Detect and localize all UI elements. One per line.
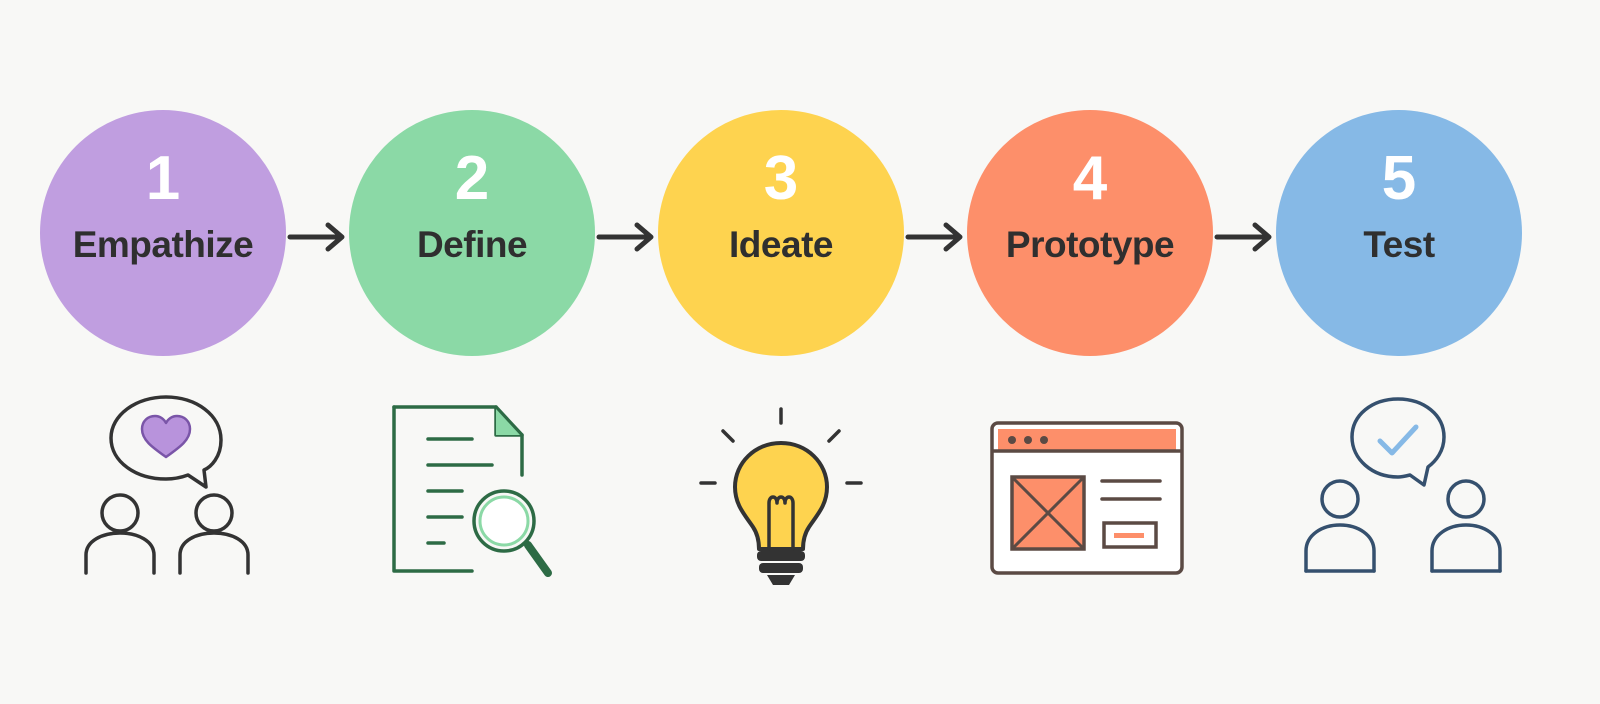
step-define: 2 Define <box>349 110 595 356</box>
step-prototype: 4 Prototype <box>967 110 1213 356</box>
step-empathize: 1 Empathize <box>40 110 286 356</box>
step-number: 5 <box>1381 144 1417 213</box>
arrow-right-icon <box>1214 222 1272 252</box>
arrow-right-icon <box>596 222 654 252</box>
users-check-icon <box>1304 397 1502 573</box>
document-search-icon <box>392 405 552 577</box>
arrow-right-icon <box>287 222 345 252</box>
step-number: 3 <box>763 144 799 213</box>
lightbulb-icon <box>699 407 863 585</box>
step-label: Define <box>416 224 528 265</box>
browser-wireframe-icon <box>990 421 1184 575</box>
step-number: 2 <box>454 144 490 213</box>
step-test: 5 Test <box>1276 110 1522 356</box>
step-label: Ideate <box>729 224 833 265</box>
step-ideate: 3 Ideate <box>658 110 904 356</box>
arrow-right-icon <box>905 222 963 252</box>
step-label: Test <box>1363 224 1435 265</box>
step-number: 1 <box>145 144 181 213</box>
step-number: 4 <box>1072 144 1108 213</box>
step-label: Prototype <box>1005 224 1175 265</box>
step-label: Empathize <box>72 224 254 265</box>
empathy-users-heart-icon <box>84 395 250 575</box>
